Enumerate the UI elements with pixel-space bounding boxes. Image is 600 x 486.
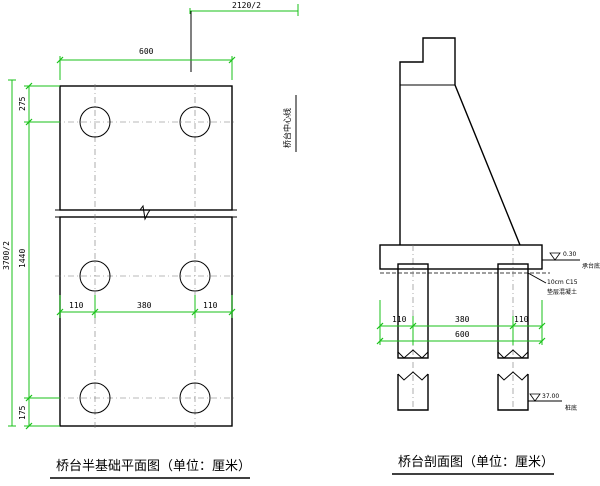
- break-line: [55, 204, 237, 221]
- dim-right-edge: 110: [203, 301, 218, 310]
- elevation-marker-top: 0.30 承台底: [542, 251, 600, 270]
- pile-upper: [497, 263, 529, 359]
- dim-left-edge: 110: [69, 301, 84, 310]
- elevation-bottom-value: 37.00: [542, 393, 559, 400]
- pile-circle: [179, 260, 211, 292]
- elevation-top-value: 0.30: [563, 251, 577, 258]
- pile-circle: [179, 106, 211, 138]
- dim-bottom-edge: 175: [18, 405, 27, 420]
- plan-title: 桥台半基础平面图（单位：厘米）: [56, 459, 251, 474]
- pile-upper: [397, 263, 429, 359]
- elevation-top-label: 承台底: [582, 262, 600, 270]
- section-dim-pile-spacing: 380: [455, 315, 470, 324]
- section-title: 桥台剖面图（单位：厘米）: [398, 455, 554, 470]
- elevation-marker-bottom: 37.00 桩底: [528, 393, 577, 412]
- dim-width: 600: [139, 47, 154, 56]
- cushion-note-line1: 10cm C15: [547, 279, 578, 286]
- elevation-bottom-label: 桩底: [565, 404, 577, 412]
- cushion-note-line2: 垫层混凝土: [547, 288, 577, 296]
- dim-pile-spacing: 380: [137, 301, 152, 310]
- section-dim-left-edge: 110: [392, 315, 407, 324]
- plan-outline-bottom: [59, 216, 233, 427]
- dim-total-height: 3700/2: [2, 241, 11, 270]
- cushion-leader: [527, 272, 547, 284]
- pile-circle: [79, 260, 111, 292]
- section-dim-right-edge: 110: [514, 315, 529, 324]
- pile-lower: [397, 374, 429, 411]
- pile-cap: [379, 244, 543, 270]
- plan-view: 2120/2 600: [2, 1, 299, 479]
- pile-circle: [79, 382, 111, 414]
- section-dim-width: 600: [455, 330, 470, 339]
- dim-top-half-width: 2120/2: [232, 1, 261, 10]
- pile-circle: [79, 106, 111, 138]
- pile-circle: [179, 382, 211, 414]
- pile-lower: [497, 374, 529, 411]
- dim-middle: 1440: [18, 249, 27, 268]
- plan-outline-top: [59, 85, 233, 211]
- dim-top-edge: 275: [18, 96, 27, 111]
- section-view: 110 380 110 600 0.30 承台底 10cm C15 垫层混凝土 …: [376, 37, 600, 475]
- center-line-label: 桥台中心线: [282, 108, 292, 148]
- abutment-outline: [399, 37, 521, 246]
